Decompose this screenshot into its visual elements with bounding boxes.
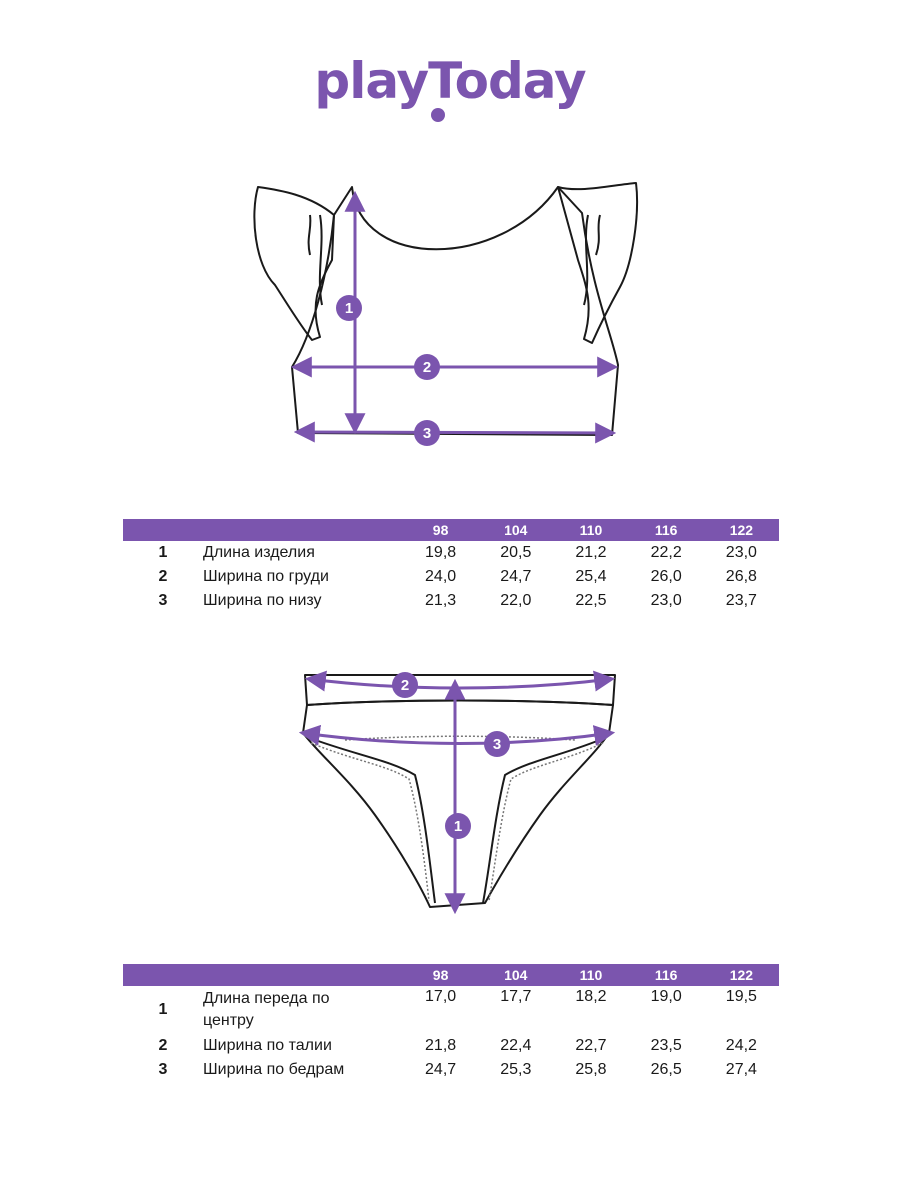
row-value: 22,5 (575, 592, 607, 609)
row-value: 26,5 (650, 1061, 682, 1078)
briefs-stitching (310, 735, 604, 902)
table-row: 2 Ширина по талии 21,8 22,4 22,7 23,5 24… (123, 1034, 779, 1058)
row-value: 25,3 (500, 1061, 532, 1078)
row-value: 18,2 (575, 988, 607, 1005)
row-value: 21,3 (425, 592, 457, 609)
row-label: Ширина по низу (203, 592, 322, 609)
row-value: 26,0 (650, 568, 682, 585)
row-value: 24,2 (725, 1037, 757, 1054)
row-number: 2 (158, 568, 168, 585)
row-value: 19,8 (425, 544, 457, 561)
row-label: Длина изделия (203, 544, 315, 561)
row-number: 1 (158, 544, 168, 561)
row-value: 19,0 (650, 988, 682, 1005)
row-value: 26,8 (725, 568, 757, 585)
header-cell (203, 964, 403, 986)
table-row: 1 Длина изделия 19,8 20,5 21,2 22,2 23,0 (123, 541, 779, 565)
row-label: Ширина по талии (203, 1037, 332, 1054)
header-size-110: 110 (553, 964, 629, 986)
row-value: 19,5 (725, 988, 757, 1005)
brand-logo-text: playToday (314, 52, 586, 110)
svg-text:1: 1 (345, 300, 353, 317)
row-value: 22,2 (650, 544, 682, 561)
row-value: 21,8 (425, 1037, 457, 1054)
svg-text:1: 1 (454, 818, 462, 835)
row-number: 2 (158, 1037, 168, 1054)
row-value: 17,0 (425, 988, 457, 1005)
row-value: 22,4 (500, 1037, 532, 1054)
header-size-104: 104 (478, 964, 554, 986)
table-header: 98 104 110 116 122 (123, 519, 779, 541)
header-cell (123, 964, 203, 986)
svg-text:2: 2 (401, 677, 409, 694)
row-value: 23,0 (650, 592, 682, 609)
header-size-122: 122 (703, 519, 779, 541)
row-value: 20,5 (500, 544, 532, 561)
row-value: 27,4 (725, 1061, 757, 1078)
badge-1: 1 (445, 813, 471, 839)
row-value: 23,5 (650, 1037, 682, 1054)
briefs-sketch: 1 2 3 (298, 670, 616, 915)
table-row: 3 Ширина по бедрам 24,7 25,3 25,8 26,5 2… (123, 1058, 779, 1082)
row-value: 24,7 (425, 1061, 457, 1078)
badge-1: 1 (336, 295, 362, 321)
badge-2: 2 (392, 672, 418, 698)
row-value: 23,0 (725, 544, 757, 561)
briefs-outline (302, 674, 616, 908)
row-label: Ширина по бедрам (203, 1061, 345, 1078)
header-size-116: 116 (628, 964, 704, 986)
row-number: 3 (158, 592, 168, 609)
header-size-98: 98 (403, 519, 479, 541)
table-row: 2 Ширина по груди 24,0 24,7 25,4 26,0 26… (123, 565, 779, 589)
hem-measure-line (293, 421, 617, 444)
svg-text:3: 3 (493, 736, 501, 753)
row-value: 24,7 (500, 568, 532, 585)
table-row: 1 Длина переда по центру 17,0 17,7 18,2 … (123, 986, 779, 1034)
row-value: 22,7 (575, 1037, 607, 1054)
brand-logo-dot (431, 108, 445, 122)
row-value: 24,0 (425, 568, 457, 585)
hip-measure-line (298, 724, 616, 746)
row-value: 21,2 (575, 544, 607, 561)
row-number: 3 (158, 1061, 168, 1078)
header-size-116: 116 (628, 519, 704, 541)
badge-3: 3 (484, 731, 510, 757)
table-header: 98 104 110 116 122 (123, 964, 779, 986)
header-cell (123, 519, 203, 541)
svg-text:2: 2 (423, 359, 431, 376)
row-value: 17,7 (500, 988, 532, 1005)
header-size-104: 104 (478, 519, 554, 541)
svg-text:3: 3 (423, 425, 431, 442)
row-value: 22,0 (500, 592, 532, 609)
row-value: 25,8 (575, 1061, 607, 1078)
row-number: 1 (158, 1001, 168, 1018)
badge-2: 2 (414, 354, 440, 380)
table-row: 3 Ширина по низу 21,3 22,0 22,5 23,0 23,… (123, 589, 779, 613)
top-size-table: 98 104 110 116 122 1 Длина изделия 19,8 … (123, 519, 779, 613)
header-size-98: 98 (403, 964, 479, 986)
header-size-122: 122 (703, 964, 779, 986)
badge-3: 3 (414, 420, 440, 446)
brand-logo: playToday (0, 52, 900, 110)
row-value: 23,7 (725, 592, 757, 609)
waist-measure-line (304, 670, 616, 692)
crop-top-sketch: 1 2 3 (253, 182, 639, 446)
row-value: 25,4 (575, 568, 607, 585)
crop-top-outline (253, 182, 639, 436)
briefs-size-table: 98 104 110 116 122 1 Длина переда по цен… (123, 964, 779, 1082)
row-label: Длина переда по центру (203, 990, 330, 1029)
row-label: Ширина по груди (203, 568, 329, 585)
briefs-measurements (298, 670, 616, 915)
header-cell (203, 519, 403, 541)
header-size-110: 110 (553, 519, 629, 541)
